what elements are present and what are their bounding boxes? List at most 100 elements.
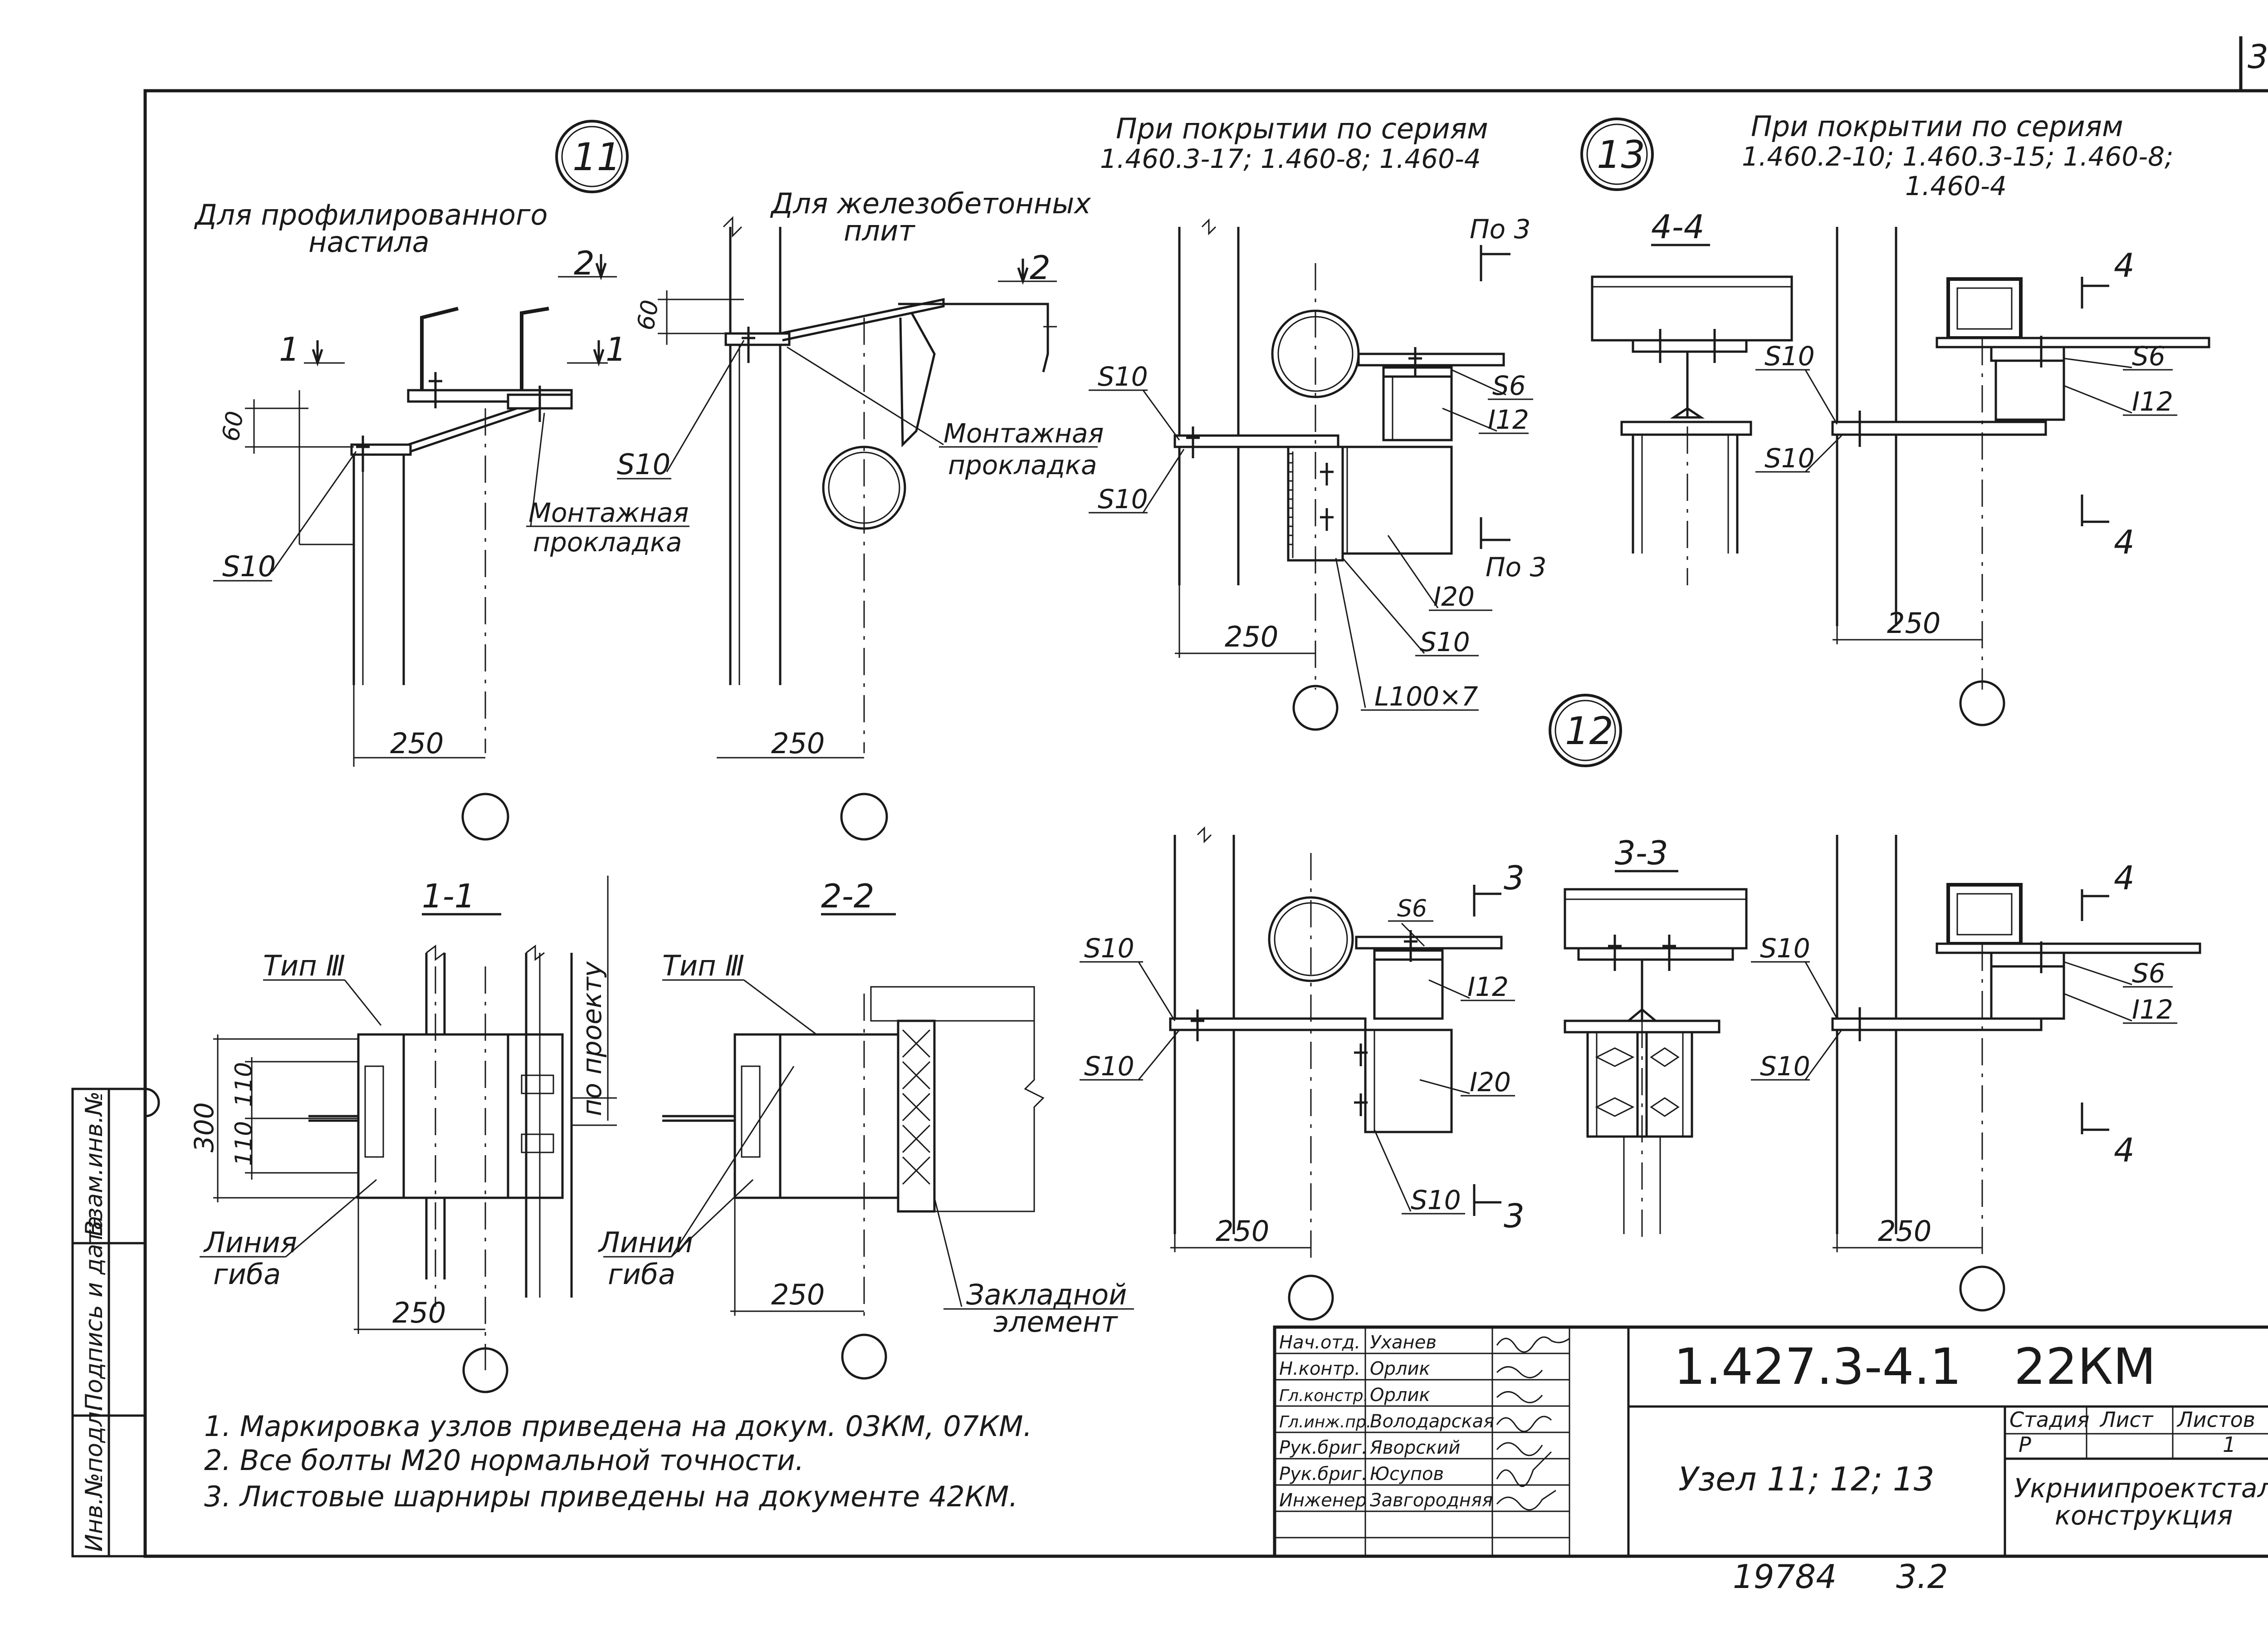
detail-12-a: 3 3 S6 I12 I20 S10 S10 S10 250 [1080, 826, 1525, 1321]
sheet-label: Лист [2099, 1407, 2154, 1432]
sig-name-7: Завгородняя [1370, 1490, 1493, 1511]
section-4-4: 4-4 [1591, 208, 1793, 585]
cut-2-right: 2 [1030, 249, 1051, 287]
i12-13b: I12 [2132, 386, 2173, 417]
three-top: 3 [1504, 859, 1525, 897]
sidebar-stamp: Взам.инв.№ Подпись и дата Инв.№подл. [71, 1088, 160, 1558]
node-11-caption-right-1: Для железобетонных [770, 187, 1091, 220]
note-1: 1. Маркировка узлов приведена на докум. … [204, 1410, 1032, 1443]
node-13: При покрытии по сериям 1.460.3-17; 1.460… [1089, 110, 2210, 731]
org-line-2: конструкция [2055, 1500, 2233, 1531]
sidebar-inv-podl: Инв.№подл. [81, 1404, 108, 1552]
sheet-frame [143, 89, 2268, 1558]
dim-250-a: 250 [390, 727, 444, 760]
notes: 1. Маркировка узлов приведена на докум. … [204, 1410, 1032, 1513]
s10-13a-top: S10 [1098, 361, 1148, 392]
node-13-marker [1580, 118, 1654, 191]
sig-name-4: Володарская [1370, 1411, 1494, 1432]
sig-name-3: Орлик [1370, 1385, 1430, 1406]
doc-code: 1.427.3-4.1 [1674, 1338, 1962, 1396]
node-13-number: 13 [1597, 132, 1645, 177]
s10-12a-top: S10 [1084, 933, 1134, 964]
node-11-caption-left-2: настила [308, 225, 430, 259]
dim-110-a: 110 [230, 1062, 258, 1107]
i12-13a: I12 [1488, 404, 1529, 435]
detail-13-b: 4 4 S6 I12 S10 S10 250 [1755, 227, 2210, 726]
plate-1-1 [308, 945, 573, 1370]
s10-label-b: S10 [617, 448, 670, 481]
dim-60-left: 60 [217, 409, 249, 444]
sig-name-2: Орлик [1370, 1358, 1430, 1379]
node-11-caption-left-1: Для профилированного [194, 198, 547, 231]
four-top: 4 [2114, 246, 2135, 284]
dim-300: 300 [189, 1102, 220, 1152]
node-11-number: 11 [572, 135, 621, 179]
node-12-marker [1549, 694, 1622, 767]
s10-13a-bottom: S10 [1098, 484, 1148, 515]
l100-13a: L100×7 [1374, 681, 1478, 712]
doc-suffix: 22КМ [2014, 1338, 2156, 1396]
dim-250-s2: 250 [771, 1278, 825, 1311]
i12-12b: I12 [2132, 994, 2173, 1025]
s6-12a: S6 [1397, 895, 1427, 922]
sig-role-6: Рук.бриг. [1279, 1464, 1367, 1485]
s10-13a-right: S10 [1420, 627, 1470, 657]
linii-1: Линии [598, 1226, 693, 1259]
sections-1-2: 1-1 Тип Ⅲ 300 [189, 876, 1134, 1393]
corner-number: 31 [2248, 38, 2268, 76]
dim-250-s1: 250 [392, 1296, 446, 1329]
s6-13a: S6 [1492, 370, 1526, 401]
po3-bottom: По 3 [1486, 552, 1546, 583]
section-2-2-label: 2-2 [821, 877, 875, 915]
node-11: 11 Для профилированного настила Для желе… [194, 120, 1104, 841]
sig-name-5: Яворский [1369, 1437, 1460, 1458]
s10-12b-top: S10 [1760, 933, 1810, 964]
sig-role-7: Инженер [1279, 1490, 1367, 1511]
node-13-series-right-3: 1.460-4 [1905, 171, 2007, 201]
detail-12-b: 4 4 S6 I12 S10 S10 250 [1751, 835, 2201, 1312]
bottom-number: 19784 [1733, 1558, 1837, 1596]
node-12-number: 12 [1565, 709, 1613, 753]
section-4-4-label: 4-4 [1651, 208, 1705, 246]
dim-60-right: 60 [632, 298, 665, 333]
cut-1-left: 1 [279, 330, 300, 368]
three-bottom: 3 [1504, 1197, 1525, 1235]
s6-13b: S6 [2132, 341, 2165, 372]
dim-250-12a: 250 [1216, 1215, 1269, 1248]
liniya-1: Линия [203, 1226, 297, 1259]
sig-name-1: Уханев [1370, 1332, 1437, 1353]
i12-12a: I12 [1467, 971, 1509, 1002]
dim-250-12b: 250 [1878, 1215, 1931, 1248]
zaklad-1: Закладной [966, 1278, 1127, 1311]
zaklad-2: элемент [993, 1305, 1118, 1338]
giba-1: гиба [213, 1258, 281, 1291]
sig-role-1: Нач.отд. [1279, 1332, 1360, 1353]
detail-profiled-decking: 60 1 1 250 S10 Монтажная прокладка [213, 307, 689, 841]
po3-top: По 3 [1470, 214, 1530, 245]
four-bottom-12: 4 [2114, 1131, 2135, 1169]
pad-label-b-1: Монтажная [943, 418, 1104, 449]
sheet-title: Узел 11; 12; 13 [1678, 1460, 1935, 1498]
sig-role-2: Н.контр. [1279, 1358, 1360, 1379]
pad-label-a-1: Монтажная [528, 497, 689, 528]
s10-12a-bottom: S10 [1084, 1051, 1134, 1082]
s10-label-a: S10 [222, 550, 276, 583]
sig-name-6: Юсупов [1370, 1464, 1444, 1485]
title-block: Нач.отд. Уханев Н.контр. Орлик Гл.констр… [1273, 1325, 2268, 1558]
sig-role-3: Гл.констр. [1279, 1387, 1369, 1405]
sig-role-4: Гл.инж.пр. [1279, 1413, 1371, 1431]
sidebar-vzam-inv: Взам.инв.№ [81, 1091, 108, 1236]
giba-2: гиба [608, 1258, 675, 1291]
s6-12b: S6 [2132, 958, 2165, 989]
pad-label-b-2: прокладка [948, 450, 1097, 480]
pad-label-a-2: прокладка [533, 527, 682, 558]
tip3-a: Тип Ⅲ [263, 949, 345, 982]
stage-value: Р [2019, 1432, 2031, 1457]
i20-13a: I20 [1433, 581, 1475, 612]
sig-role-5: Рук.бриг. [1279, 1437, 1367, 1458]
plate-2-2 [662, 986, 1045, 1316]
tip3-b: Тип Ⅲ [662, 949, 744, 982]
stage-label: Стадия [2009, 1407, 2089, 1432]
four-bottom: 4 [2114, 523, 2135, 561]
s10-12a-right: S10 [1411, 1185, 1461, 1215]
